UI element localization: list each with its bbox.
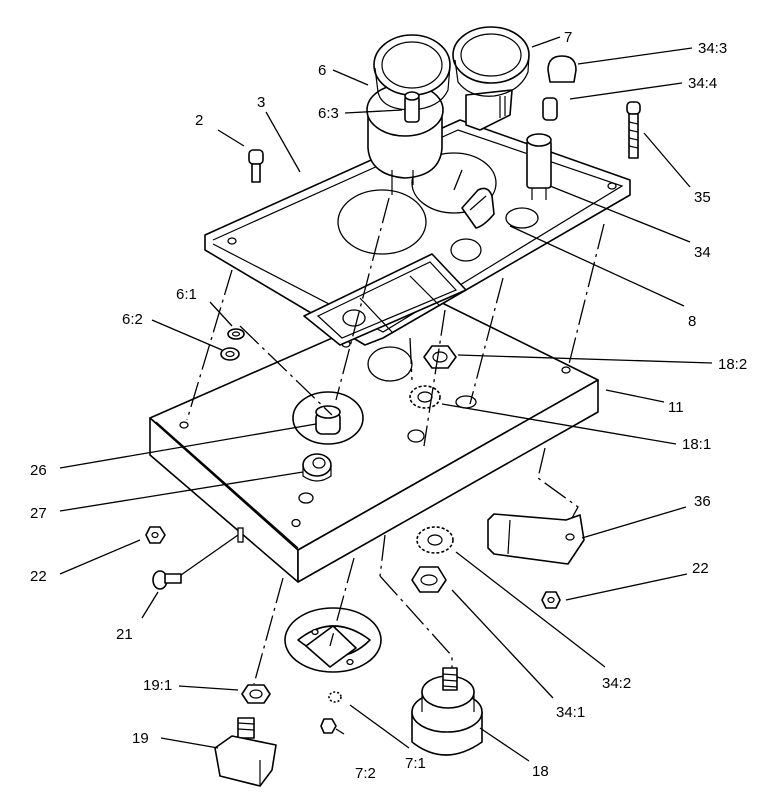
callout-7: 7: [564, 29, 572, 46]
callout-21: 21: [116, 626, 133, 643]
callout-7-2: 7:2: [355, 765, 376, 782]
leader-lines: [59, 36, 713, 762]
nut-22-left: [145, 526, 166, 544]
nut-6-2: [220, 347, 240, 361]
nut-18-2: [423, 345, 457, 369]
lock-washer-18-1: [409, 385, 441, 409]
assembly-centerlines: [186, 197, 605, 685]
nut-22-right: [541, 591, 561, 609]
callout-26: 26: [30, 462, 47, 479]
screw-2: [248, 149, 264, 183]
bushing-27: [302, 453, 332, 482]
callout-19: 19: [132, 730, 149, 747]
nut-19-1: [241, 684, 271, 704]
switch-19: [214, 717, 277, 787]
callout-6-2: 6:2: [122, 311, 143, 328]
washer-7-1: [328, 691, 342, 703]
nut-7-2: [320, 718, 337, 734]
callout-36: 36: [694, 493, 711, 510]
callout-18: 18: [532, 763, 549, 780]
fuse-holder-36: [487, 513, 585, 565]
screw-21: [152, 570, 182, 590]
callout-18-1: 18:1: [682, 436, 711, 453]
meter-cup-7: [284, 607, 382, 673]
callout-27: 27: [30, 505, 47, 522]
callout-6-3: 6:3: [318, 105, 339, 122]
screw-35: [626, 101, 641, 159]
callout-34: 34: [694, 244, 711, 261]
callout-6: 6: [318, 62, 326, 79]
callout-22-right: 22: [692, 560, 709, 577]
gauge-6: [366, 34, 451, 195]
lock-washer-34-2: [416, 526, 454, 554]
callout-34-3: 34:3: [698, 40, 727, 57]
callout-22-left: 22: [30, 568, 47, 585]
callout-35: 35: [694, 189, 711, 206]
switch-18: [411, 667, 483, 756]
callout-19-1: 19:1: [143, 677, 172, 694]
callout-labels: 2 3 6 6:3 7 34:3 34:4 35 34 8 6:1 6:2 18…: [30, 29, 747, 782]
callout-18-2: 18:2: [718, 356, 747, 373]
callout-8: 8: [688, 313, 696, 330]
cover-26: [292, 391, 364, 445]
callout-6-1: 6:1: [176, 286, 197, 303]
nut-6-1: [227, 328, 245, 340]
callout-7-1: 7:1: [405, 755, 426, 772]
callout-34-2: 34:2: [602, 675, 631, 692]
key-switch-8: [453, 169, 495, 229]
callout-3: 3: [257, 94, 265, 111]
nut-34-1: [411, 566, 447, 593]
indicator-light-34: [526, 55, 577, 200]
callout-34-4: 34:4: [688, 75, 717, 92]
callout-34-1: 34:1: [556, 704, 585, 721]
callout-2: 2: [195, 112, 203, 129]
hour-meter-7: [452, 26, 530, 131]
callout-11: 11: [668, 399, 684, 416]
